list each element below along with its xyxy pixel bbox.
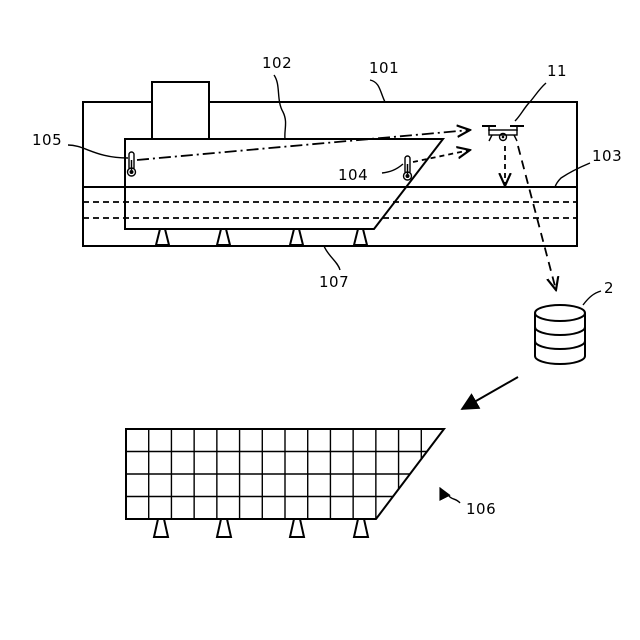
grid-label-arrow xyxy=(440,488,460,503)
signal-arrow-right xyxy=(413,150,470,162)
label-sensor-right: 104 xyxy=(338,166,368,184)
drone-icon xyxy=(482,126,524,141)
leader-lines xyxy=(68,75,601,305)
label-database: 2 xyxy=(604,279,614,297)
grid-model xyxy=(126,429,444,519)
hull-block xyxy=(125,139,443,229)
label-supports: 107 xyxy=(319,273,349,291)
label-grid-model: 106 xyxy=(466,500,496,518)
label-floor-line: 103 xyxy=(592,147,622,165)
thermometer-icon xyxy=(128,152,136,176)
label-hull-block: 102 xyxy=(262,54,292,72)
grid-supports xyxy=(154,519,368,537)
building-outline xyxy=(83,82,577,246)
database-icon xyxy=(535,305,585,364)
supports-row xyxy=(156,229,367,245)
label-drone: 11 xyxy=(547,62,567,80)
label-sensor-left: 105 xyxy=(32,131,62,149)
label-building: 101 xyxy=(369,59,399,77)
thermometer-icon xyxy=(404,156,412,180)
database-to-grid-arrow xyxy=(462,377,518,409)
